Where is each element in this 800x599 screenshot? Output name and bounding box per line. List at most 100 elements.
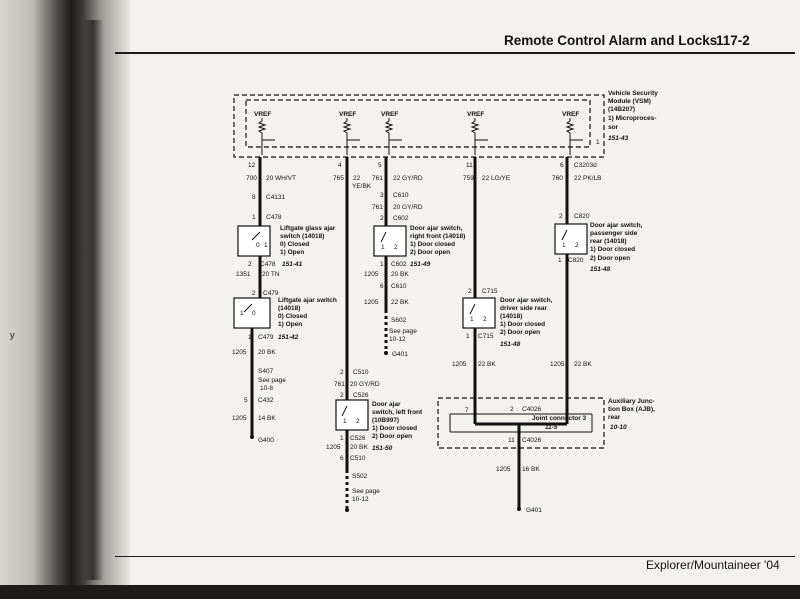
svg-text:C715: C715 [482,288,498,295]
vsm-label-4: 1) Microproces- [608,115,656,122]
svg-text:VREF: VREF [254,111,271,118]
svg-text:16 BK: 16 BK [522,466,540,473]
svg-text:151-50: 151-50 [372,445,393,452]
stray-mark: y [10,330,15,340]
auxiliary-junction-box: 7 2 C4026 Joint connector 3 11-5 11 C402… [437,397,655,514]
page-edge-shadow [0,585,800,599]
svg-text:C602: C602 [391,261,407,268]
svg-text:2) Door open: 2) Door open [410,249,450,256]
svg-text:765: 765 [333,175,344,182]
svg-text:4: 4 [338,162,342,169]
svg-text:S602: S602 [391,317,407,324]
svg-text:Door ajar switch,: Door ajar switch, [500,297,553,304]
svg-text:Door ajar switch,: Door ajar switch, [410,225,463,232]
svg-text:Door ajar switch,: Door ajar switch, [590,222,643,229]
svg-text:1) Door closed: 1) Door closed [372,425,417,432]
header-rule [115,52,795,54]
footer-text: Explorer/Mountaineer '04 [646,558,780,572]
svg-text:22 LG/YE: 22 LG/YE [482,175,511,182]
svg-text:1: 1 [340,435,344,442]
svg-text:C3203d: C3203d [574,162,597,169]
svg-text:2: 2 [380,215,384,222]
svg-text:G401: G401 [392,351,408,358]
vsm-label-5: sor [608,124,619,131]
svg-text:C479: C479 [263,290,279,297]
svg-text:C432: C432 [258,397,274,404]
svg-text:1) Door closed: 1) Door closed [500,321,545,328]
svg-text:0) Closed: 0) Closed [278,313,307,320]
svg-text:151-49: 151-49 [410,261,431,268]
svg-text:3: 3 [380,192,384,199]
footer-rule [115,556,795,557]
svg-text:22 GY/RD: 22 GY/RD [393,175,423,182]
circuit-passenger-rear: 6 C3203d 760 22 PK/LB 2 C820 1 2 Door aj… [550,157,643,400]
svg-text:1205: 1205 [550,361,565,368]
svg-text:22 BK: 22 BK [391,299,409,306]
svg-text:C526: C526 [353,392,369,399]
svg-text:761: 761 [372,175,383,182]
svg-text:22 BK: 22 BK [574,361,592,368]
svg-text:5: 5 [244,397,248,404]
svg-text:761: 761 [334,381,345,388]
vsm-label-2: Module (VSM) [608,98,651,105]
svg-text:6: 6 [340,455,344,462]
svg-text:1: 1 [252,214,256,221]
svg-text:Liftgate ajar switch: Liftgate ajar switch [278,297,337,304]
svg-text:11: 11 [508,437,515,444]
svg-text:C820: C820 [568,257,584,264]
svg-text:20 WH/VT: 20 WH/VT [266,175,296,182]
svg-text:(14018): (14018) [500,313,522,320]
svg-text:S407: S407 [258,368,274,375]
svg-text:1: 1 [470,316,474,323]
vsm-label-3: (14B207) [608,106,635,113]
svg-text:22 PK/LB: 22 PK/LB [574,175,601,182]
svg-text:VREF: VREF [339,111,356,118]
svg-text:C478: C478 [260,261,276,268]
svg-text:1351: 1351 [236,271,251,278]
circuit-right-front: 5 761 22 GY/RD 3 C610 761 20 GY/RD 2 C60… [364,157,465,358]
svg-text:C478: C478 [266,214,282,221]
svg-text:700: 700 [246,175,257,182]
svg-text:Joint connector 3: Joint connector 3 [532,415,587,422]
vref-resistor-4: VREF [467,111,488,155]
svg-text:C610: C610 [391,283,407,290]
svg-text:1) Door closed: 1) Door closed [590,246,635,253]
svg-text:switch (14018): switch (14018) [280,233,324,240]
svg-text:1205: 1205 [232,349,247,356]
svg-text:1: 1 [381,244,385,251]
svg-text:1205: 1205 [496,466,511,473]
svg-text:See page: See page [352,488,380,495]
svg-text:C510: C510 [350,455,366,462]
vsm-outer-box [233,94,605,158]
svg-text:11-5: 11-5 [545,424,558,431]
svg-text:C715: C715 [478,333,494,340]
svg-text:VREF: VREF [562,111,579,118]
svg-text:2: 2 [356,418,360,425]
svg-text:(10B997): (10B997) [372,417,399,424]
vref-resistor-3: VREF [381,111,402,155]
svg-text:11: 11 [466,162,473,169]
svg-text:2: 2 [575,242,579,249]
svg-text:1: 1 [343,418,347,425]
svg-text:C610: C610 [393,192,409,199]
vref-resistor-1: VREF [254,111,275,155]
svg-text:151-48: 151-48 [590,266,611,273]
svg-text:C602: C602 [393,215,409,222]
svg-text:10-10: 10-10 [610,424,627,431]
svg-text:14 BK: 14 BK [258,415,276,422]
svg-text:S502: S502 [352,473,368,480]
svg-text:2) Door open: 2) Door open [590,255,630,262]
svg-text:C4131: C4131 [266,194,286,201]
vref-resistor-5: VREF [562,111,583,155]
vsm-label-1: Vehicle Security [608,90,658,97]
svg-text:1: 1 [558,257,562,264]
svg-text:YE/BK: YE/BK [352,183,372,190]
svg-text:1: 1 [466,333,470,340]
circuit-left-front: 4 765 22 YE/BK 2 C510 761 20 GY/RD 2 C52… [326,157,423,512]
svg-text:rear: rear [608,414,621,421]
svg-text:1205: 1205 [452,361,467,368]
svg-text:20 GY/RD: 20 GY/RD [393,204,423,211]
svg-text:C479: C479 [258,334,274,341]
svg-text:1: 1 [240,310,244,317]
